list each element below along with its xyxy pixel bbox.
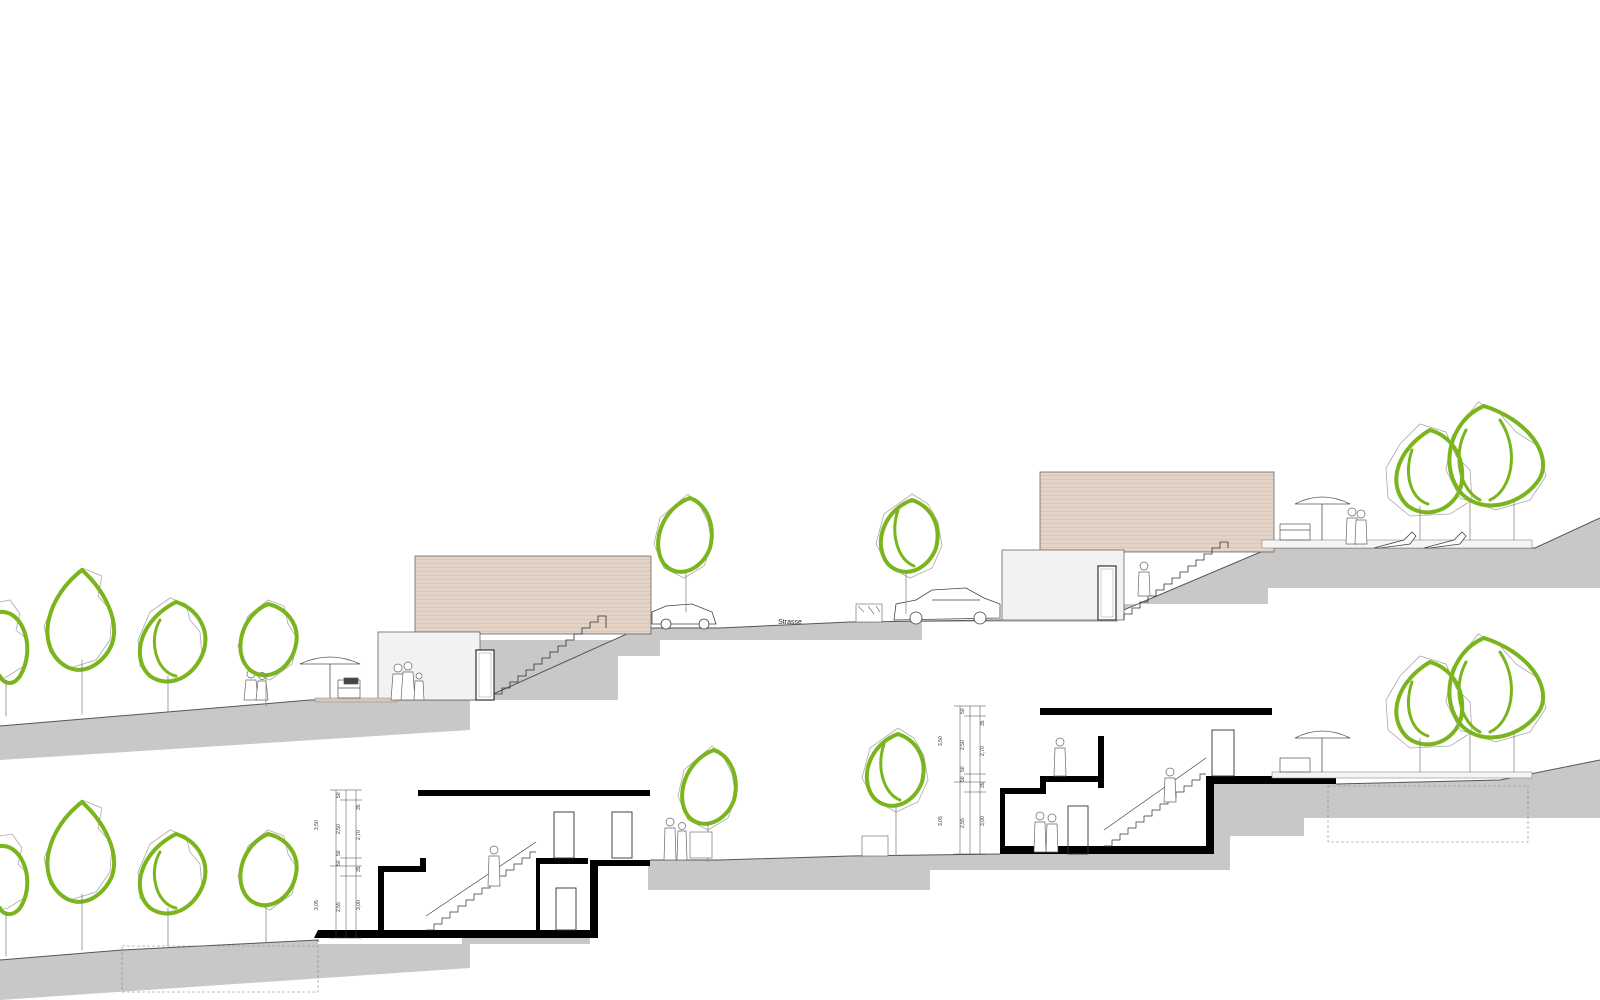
house-lower-left (299, 555, 652, 703)
foundation-outline (1327, 785, 1529, 843)
section-cut-walls (314, 860, 650, 938)
tree-icon (1445, 401, 1547, 541)
umbrella-icon (299, 656, 361, 698)
dim-label: 35 (980, 720, 986, 726)
dim-label: 2,70 (980, 746, 986, 756)
planter-box (855, 603, 883, 623)
umbrella-icon (1294, 730, 1351, 772)
door-icon (553, 811, 633, 931)
tree-icon (1445, 633, 1547, 773)
dim-label: 2,55 (336, 902, 342, 912)
lower-section: 3,50 50 35 2,50 2,70 50 50 35 3,05 2,55 … (0, 633, 1600, 1000)
dimension-chain-left (330, 789, 362, 939)
house-upper-right (1001, 471, 1533, 621)
terrace-deck (314, 697, 398, 703)
terrace-deck (1271, 771, 1533, 779)
door-icon (1097, 565, 1117, 621)
tree-icon (1385, 423, 1473, 541)
dim-label: 3,50 (938, 736, 944, 746)
dim-label: 2,70 (356, 830, 362, 840)
car-icon (651, 603, 717, 630)
upper-ground-step-fill (470, 640, 660, 700)
person-icon (243, 507, 1368, 701)
lower-ground-line (0, 939, 319, 961)
lower-tree-group (0, 633, 1547, 957)
dim-label: 3,05 (938, 816, 944, 826)
dim-label: 50 (960, 766, 966, 772)
house-lower-left-cladding (414, 555, 652, 635)
dim-label: 3,00 (980, 816, 986, 826)
tree-icon (0, 599, 30, 717)
dim-label: 50 (960, 776, 966, 782)
dim-label: 3,00 (356, 900, 362, 910)
dim-label: 50 (336, 850, 342, 856)
garden-furniture (337, 677, 361, 699)
street-label: Strasse (778, 619, 802, 626)
upper-tree-group (0, 401, 1547, 717)
tree-icon (237, 829, 299, 943)
garden-furniture (1279, 523, 1311, 541)
stair-icon (1123, 541, 1229, 620)
lounger-icon (1373, 531, 1467, 549)
foundation-outline (121, 945, 319, 993)
planter-box (689, 831, 889, 859)
section-house-left (314, 790, 650, 944)
tree-icon (875, 493, 943, 615)
dimension-labels-left: 3,50 50 35 2,50 2,70 50 50 35 3,05 2,55 … (314, 792, 362, 912)
door-icon (1067, 729, 1235, 855)
umbrella-icon (1294, 496, 1351, 540)
tree-icon (137, 829, 208, 947)
tree-icon (43, 567, 117, 715)
stair-icon (1104, 773, 1206, 847)
lower-ground-line-3 (1335, 759, 1600, 785)
section-cut-walls (1000, 776, 1336, 854)
house-upper-right-cladding (1039, 471, 1275, 553)
dim-label: 2,50 (336, 824, 342, 834)
tree-icon (137, 597, 208, 713)
dimension-chain-right (954, 705, 986, 855)
tree-icon (237, 599, 299, 707)
dim-label: 50 (336, 792, 342, 798)
tree-icon (653, 493, 714, 613)
dim-label: 35 (980, 782, 986, 788)
dim-label: 3,05 (314, 900, 320, 910)
tree-icon (0, 833, 30, 957)
section-house-right (663, 708, 1533, 861)
stair-icon (426, 851, 536, 931)
upper-ground-mass (0, 518, 1600, 760)
tree-icon (43, 799, 117, 951)
door-icon (475, 649, 495, 701)
dim-label: 2,50 (960, 740, 966, 750)
dim-label: 2,55 (960, 818, 966, 828)
dim-label: 50 (336, 860, 342, 866)
dim-label: 50 (960, 708, 966, 714)
tree-icon (1385, 655, 1473, 773)
stair-icon (493, 615, 607, 700)
person-icon (663, 737, 1177, 861)
person-icon (487, 845, 501, 887)
tree-icon (861, 727, 929, 857)
dimension-labels-right: 3,50 50 35 2,50 2,70 50 50 35 3,05 2,55 … (938, 708, 986, 828)
dim-label: 35 (356, 866, 362, 872)
car-icon (893, 587, 1001, 625)
dim-label: 35 (356, 804, 362, 810)
dim-label: 3,50 (314, 820, 320, 830)
garden-furniture (1279, 757, 1311, 773)
upper-elevation: Strasse (0, 401, 1600, 760)
